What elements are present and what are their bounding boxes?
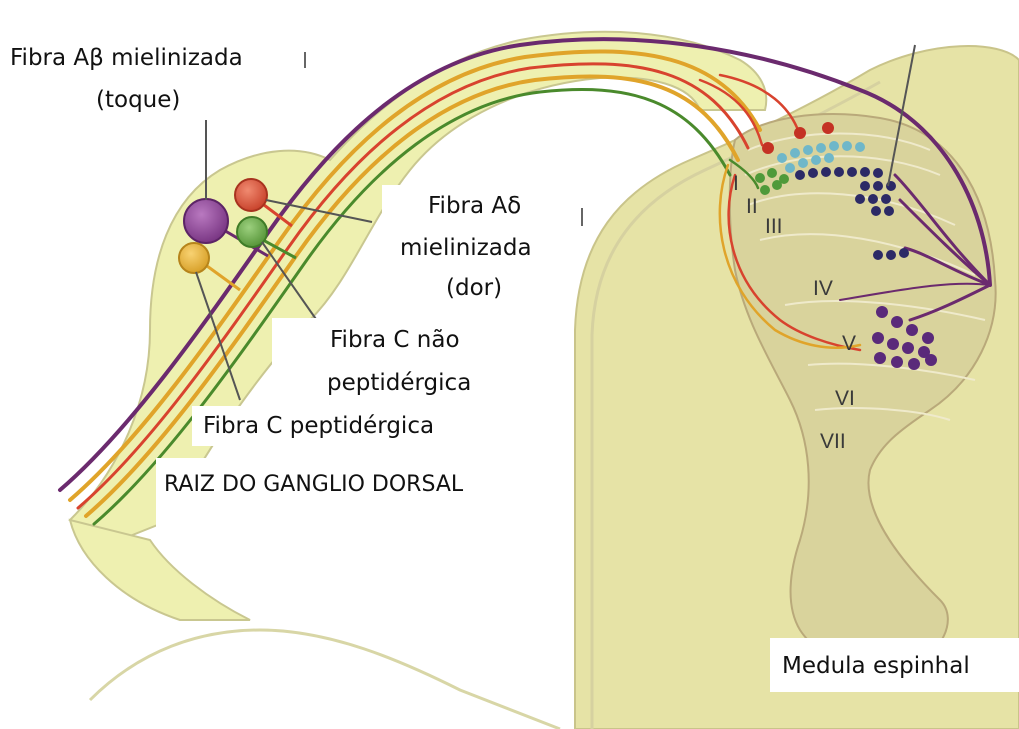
- label-cnp-line2: peptidérgica: [327, 370, 471, 396]
- label-abeta-line1: Fibra Aβ mielinizada: [10, 45, 243, 71]
- lamina-label-i: I: [733, 172, 739, 195]
- label-spinal-cord: Medula espinhal: [782, 653, 970, 679]
- label-drg: RAIZ DO GANGLIO DORSAL: [164, 472, 464, 497]
- lamina-label-iii: III: [765, 215, 783, 238]
- label-adelta-line2: mielinizada: [400, 235, 532, 261]
- label-abeta-line2: (toque): [96, 87, 180, 113]
- root-lower-outline: [90, 630, 560, 729]
- label-adelta-line1: Fibra Aδ: [428, 193, 521, 219]
- label-c-peptidergic: Fibra C peptidérgica: [203, 413, 434, 439]
- label-adelta-line3: (dor): [446, 275, 502, 301]
- soma-c-peptidergic: [179, 243, 209, 273]
- lamina-label-vii: VII: [820, 430, 846, 453]
- lamina-label-v: V: [842, 332, 856, 355]
- dorsal-root-lower: [70, 520, 250, 620]
- soma-abeta: [184, 199, 228, 243]
- lamina-label-vi: VI: [835, 387, 855, 410]
- lamina-label-iv: IV: [813, 277, 833, 300]
- soma-adelta: [235, 179, 267, 211]
- lamina-label-ii: II: [746, 195, 758, 218]
- label-cnp-line1: Fibra C não: [330, 327, 460, 353]
